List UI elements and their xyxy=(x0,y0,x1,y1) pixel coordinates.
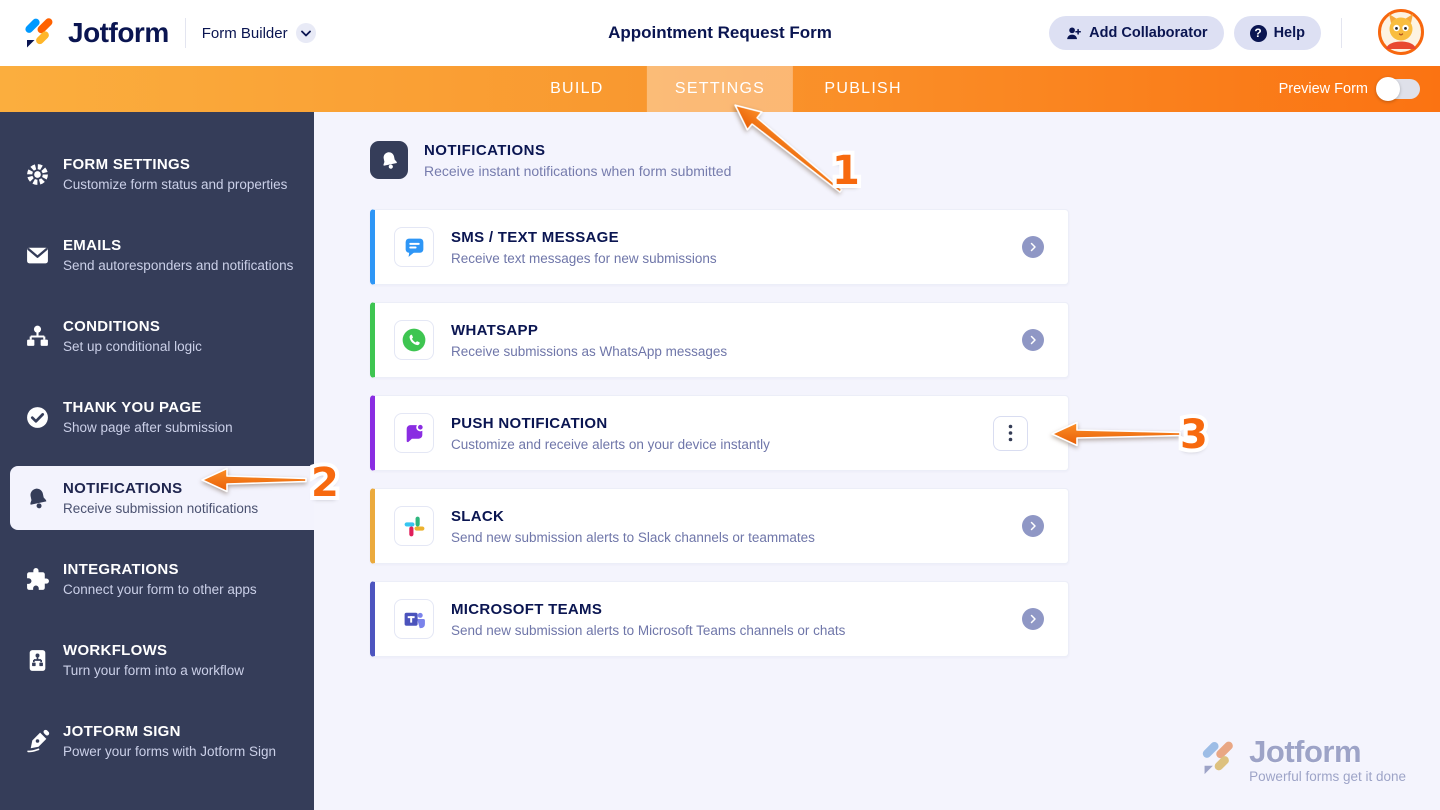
header-divider xyxy=(184,18,186,48)
card-title: SLACK xyxy=(451,507,505,525)
sidebar-item-notifications[interactable]: NOTIFICATIONS Receive submission notific… xyxy=(10,466,314,530)
kebab-menu-icon xyxy=(1008,424,1013,442)
bell-icon xyxy=(24,486,50,511)
notification-channel-list: SMS / TEXT MESSAGE Receive text messages… xyxy=(370,209,1069,674)
sidebar-item-subtitle: Power your forms with Jotform Sign xyxy=(63,744,277,759)
settings-content: NOTIFICATIONS Receive instant notificati… xyxy=(314,112,1440,810)
builder-tabs: BUILD SETTINGS PUBLISH xyxy=(507,66,933,112)
header-divider xyxy=(1341,18,1342,48)
user-avatar[interactable] xyxy=(1378,8,1424,58)
card-title: SMS / TEXT MESSAGE xyxy=(451,228,619,246)
card-title: WHATSAPP xyxy=(451,321,539,339)
sidebar-item-workflows[interactable]: WORKFLOWS Turn your form into a workflow xyxy=(0,628,314,692)
more-options-button[interactable] xyxy=(993,415,1028,451)
push-notification-icon xyxy=(394,413,434,453)
puzzle-icon xyxy=(24,567,50,592)
card-subtitle: Send new submission alerts to Microsoft … xyxy=(451,622,846,638)
add-collaborator-button[interactable]: Add Collaborator xyxy=(1049,16,1224,50)
sidebar-item-form-settings[interactable]: FORM SETTINGS Customize form status and … xyxy=(0,142,314,206)
card-subtitle: Send new submission alerts to Slack chan… xyxy=(451,529,815,545)
jotform-watermark-icon xyxy=(1202,741,1234,775)
card-subtitle: Receive submissions as WhatsApp messages xyxy=(451,343,728,359)
chevron-right-icon xyxy=(1030,242,1036,252)
sidebar-item-conditions[interactable]: CONDITIONS Set up conditional logic xyxy=(0,304,314,368)
sidebar-item-subtitle: Set up conditional logic xyxy=(63,339,202,354)
tab-publish[interactable]: PUBLISH xyxy=(824,80,902,97)
chevron-right-icon xyxy=(1030,614,1036,624)
sidebar-item-thank-you-page[interactable]: THANK YOU PAGE Show page after submissio… xyxy=(0,385,314,449)
brand-name: Jotform xyxy=(68,17,169,48)
sidebar-item-title: WORKFLOWS xyxy=(63,642,168,659)
sidebar-item-title: CONDITIONS xyxy=(63,318,161,335)
chevron-right-button[interactable] xyxy=(1022,515,1044,537)
bell-icon xyxy=(370,141,408,179)
preview-form-label: Preview Form xyxy=(1278,81,1368,97)
ms-teams-icon xyxy=(394,599,434,639)
sidebar-item-jotform-sign[interactable]: JOTFORM SIGN Power your forms with Jotfo… xyxy=(0,709,314,773)
sidebar-item-title: NOTIFICATIONS xyxy=(63,480,183,497)
gear-icon xyxy=(24,162,50,187)
sidebar-item-title: JOTFORM SIGN xyxy=(63,723,181,740)
tab-settings[interactable]: SETTINGS xyxy=(646,66,794,112)
card-subtitle: Receive text messages for new submission… xyxy=(451,250,717,266)
builder-navbar: BUILD SETTINGS PUBLISH Preview Form xyxy=(0,66,1440,112)
pen-nib-icon xyxy=(24,729,50,754)
sms-icon xyxy=(394,227,434,267)
chevron-right-icon xyxy=(1030,521,1036,531)
card-microsoft-teams[interactable]: MICROSOFT TEAMS Send new submission aler… xyxy=(370,581,1069,657)
settings-sidebar: FORM SETTINGS Customize form status and … xyxy=(0,112,314,810)
card-sms-text-message[interactable]: SMS / TEXT MESSAGE Receive text messages… xyxy=(370,209,1069,285)
slack-icon xyxy=(394,506,434,546)
card-whatsapp[interactable]: WHATSAPP Receive submissions as WhatsApp… xyxy=(370,302,1069,378)
chevron-right-button[interactable] xyxy=(1022,329,1044,351)
sidebar-item-emails[interactable]: EMAILS Send autoresponders and notificat… xyxy=(0,223,314,287)
conditions-icon xyxy=(24,324,50,349)
jotform-logo-icon xyxy=(25,18,53,48)
product-switcher[interactable]: Form Builder xyxy=(202,23,316,43)
help-button[interactable]: ? Help xyxy=(1233,16,1321,50)
watermark-tagline: Powerful forms get it done xyxy=(1249,769,1406,784)
section-subtitle: Receive instant notifications when form … xyxy=(424,162,732,179)
person-plus-icon xyxy=(1067,26,1082,39)
chevron-down-icon xyxy=(295,23,316,43)
tab-build[interactable]: BUILD xyxy=(550,80,604,97)
card-subtitle: Customize and receive alerts on your dev… xyxy=(451,436,770,452)
question-mark-icon: ? xyxy=(1249,24,1267,42)
chevron-right-button[interactable] xyxy=(1022,236,1044,258)
card-title: MICROSOFT TEAMS xyxy=(451,600,603,618)
watermark-brand: Jotform xyxy=(1249,734,1362,769)
sidebar-item-subtitle: Receive submission notifications xyxy=(63,501,259,516)
sidebar-item-subtitle: Send autoresponders and notifications xyxy=(63,258,294,273)
sidebar-item-title: INTEGRATIONS xyxy=(63,561,179,578)
whatsapp-icon xyxy=(394,320,434,360)
app-header: Jotform Form Builder Appointment Request… xyxy=(0,0,1440,66)
product-label: Form Builder xyxy=(201,24,288,42)
add-collaborator-label: Add Collaborator xyxy=(1089,25,1208,41)
sidebar-item-integrations[interactable]: INTEGRATIONS Connect your form to other … xyxy=(0,547,314,611)
envelope-icon xyxy=(24,243,50,268)
avatar-cat-icon xyxy=(1378,8,1424,55)
sidebar-item-title: THANK YOU PAGE xyxy=(63,399,202,416)
card-slack[interactable]: SLACK Send new submission alerts to Slac… xyxy=(370,488,1069,564)
chevron-right-icon xyxy=(1030,335,1036,345)
chevron-right-button[interactable] xyxy=(1022,608,1044,630)
jotform-logo[interactable]: Jotform xyxy=(0,15,169,51)
workflow-icon xyxy=(24,648,50,673)
notifications-section-header: NOTIFICATIONS Receive instant notificati… xyxy=(370,141,731,179)
toggle-knob xyxy=(1376,77,1400,101)
jotform-watermark: Jotform Powerful forms get it done xyxy=(1199,736,1406,784)
help-label: Help xyxy=(1273,25,1305,41)
sidebar-item-subtitle: Show page after submission xyxy=(63,420,233,435)
sidebar-item-subtitle: Connect your form to other apps xyxy=(63,582,257,597)
sidebar-item-title: EMAILS xyxy=(63,237,122,254)
card-title: PUSH NOTIFICATION xyxy=(451,414,608,432)
sidebar-item-title: FORM SETTINGS xyxy=(63,156,191,173)
preview-form-toggle[interactable] xyxy=(1376,77,1420,101)
card-push-notification[interactable]: PUSH NOTIFICATION Customize and receive … xyxy=(370,395,1069,471)
sidebar-item-subtitle: Customize form status and properties xyxy=(63,177,288,192)
check-circle-icon xyxy=(24,405,50,430)
sidebar-item-subtitle: Turn your form into a workflow xyxy=(63,663,245,678)
page-title: Appointment Request Form xyxy=(608,23,832,42)
section-title: NOTIFICATIONS xyxy=(424,141,546,159)
